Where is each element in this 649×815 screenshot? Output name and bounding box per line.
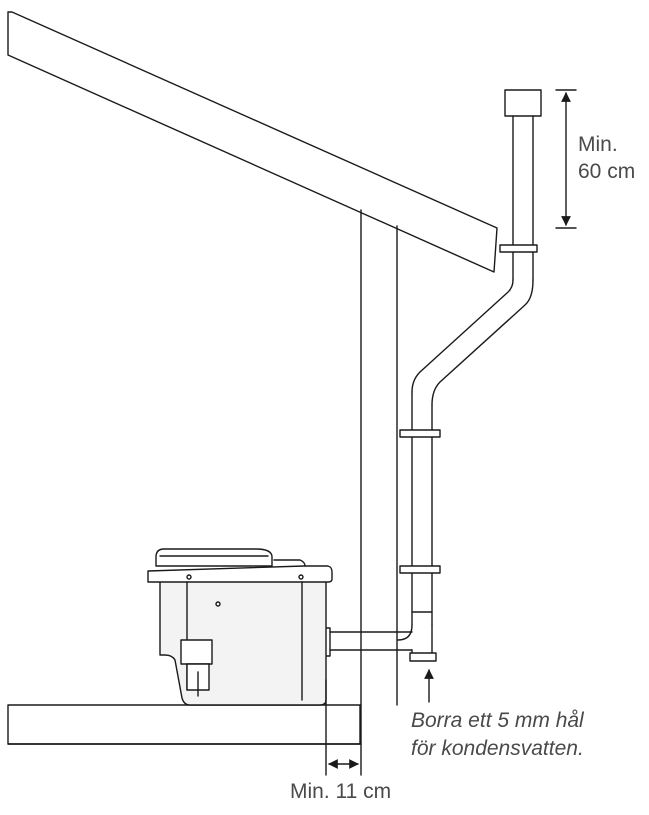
condensate-hole-label-line1: Borra ett 5 mm hål: [411, 709, 584, 732]
roof-collar: [499, 244, 538, 253]
toilet: [147, 548, 333, 706]
condensate-hole-label-line2: för kondensvatten.: [411, 737, 584, 760]
horizontal-pipe: [322, 627, 413, 657]
wall-distance-label: Min. 11 cm: [290, 780, 392, 803]
roof: [7, 11, 498, 273]
pipe-clamp: [399, 565, 441, 574]
fan-box: [180, 639, 213, 665]
condensate-plug: [409, 652, 437, 662]
dimension-wall-distance: [325, 679, 362, 776]
chimney-height-label-line1: Min.: [578, 133, 618, 156]
chimney-height-label-line2: 60 cm: [578, 160, 636, 183]
wall: [360, 209, 398, 706]
dimension-chimney-height: [555, 89, 577, 229]
toilet-top: [147, 565, 333, 583]
seat-lid: [155, 548, 273, 567]
floor-slab: [7, 704, 361, 745]
pipe-clamp: [399, 429, 441, 438]
vent-pipe: [397, 89, 542, 662]
vent-cap: [504, 89, 542, 117]
